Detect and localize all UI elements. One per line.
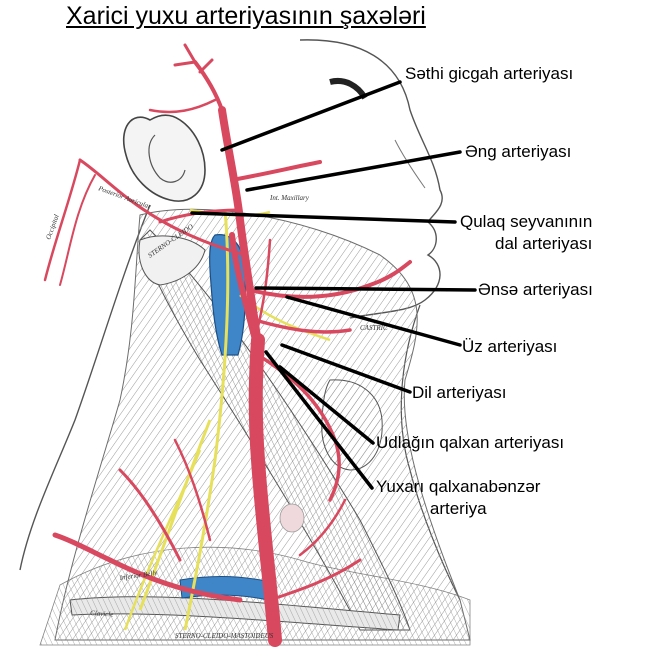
label-qulaq-seyvaninin-dal-arteriyasi: Qulaq seyvanının dal arteriyası [460, 212, 592, 254]
svg-text:Clavicle: Clavicle [90, 609, 114, 619]
leader-lines [190, 80, 477, 490]
leader-eng [245, 150, 462, 192]
temporal-branch [148, 98, 217, 114]
label-dil-arteriyasi: Dil arteriyası [412, 383, 506, 403]
leader-ense [254, 286, 477, 292]
label-line: Yuxarı qalxanabənzər [376, 477, 541, 496]
superficial-temporal-artery [193, 60, 224, 112]
subclavian-branch [52, 532, 243, 603]
label-ense-arteriyasi: Ənsə arteriyası [478, 280, 593, 300]
svg-text:Int. Maxillary: Int. Maxillary [269, 194, 310, 202]
leader-udlagin [278, 365, 375, 445]
label-udlagin-qalxan-arteriyasi: Udlağın qalxan arteriyası [376, 433, 564, 453]
nose-shade [394, 139, 426, 189]
ear [122, 114, 206, 202]
label-line: Ənsə arteriyası [478, 280, 593, 299]
mastoid-process [138, 235, 206, 286]
leader-qulaq [190, 211, 457, 224]
svg-text:CASTRIC: CASTRIC [360, 324, 388, 332]
label-line: Qulaq seyvanının [460, 212, 593, 231]
eye-brow [329, 78, 368, 100]
label-line: arteriya [429, 499, 487, 518]
face-outline [299, 39, 443, 319]
label-yuxari-qalxanabenzer-arteriya: Yuxarı qalxanabənzər arteriya [376, 477, 540, 519]
label-line: Dil arteriyası [412, 383, 507, 402]
leader-dil [280, 343, 412, 394]
leader-uz [285, 295, 462, 347]
maxillary-artery [230, 160, 322, 182]
label-line: Səthi gicgah arteriyası [405, 64, 574, 83]
svg-text:STERNO-CLEIDO-MASTOIDEUS: STERNO-CLEIDO-MASTOIDEUS [175, 632, 274, 640]
svg-text:Posterior Auricular: Posterior Auricular [96, 184, 152, 211]
label-line: Əng arteriyası [465, 142, 572, 161]
label-uz-arteriyasi: Üz arteriyası [462, 337, 557, 357]
lingual-artery [253, 318, 352, 334]
diagram-title: Xarici yuxu arteriyasının şaxələri [66, 2, 426, 30]
internal-carotid-artery [229, 232, 258, 343]
label-line: dal arteriyası [494, 234, 593, 253]
label-line: Udlağın qalxan arteriyası [376, 433, 565, 452]
vagus-nerve [183, 209, 230, 631]
label-sethi-gicgah-arteriyasi: Səthi gicgah arteriyası [405, 64, 573, 84]
ascending-pharyngeal-artery [254, 238, 272, 337]
label-line: Üz arteriyası [462, 337, 558, 356]
occipital-artery [78, 158, 247, 257]
cervical-nerve-1 [138, 419, 212, 611]
common-carotid-artery [248, 333, 282, 647]
label-eng-arteriyasi: Əng arteriyası [465, 142, 571, 162]
artery-system [43, 43, 412, 647]
neck-back-outline [19, 204, 151, 571]
leader-sethi [220, 80, 402, 152]
leader-yuxari [264, 350, 374, 490]
